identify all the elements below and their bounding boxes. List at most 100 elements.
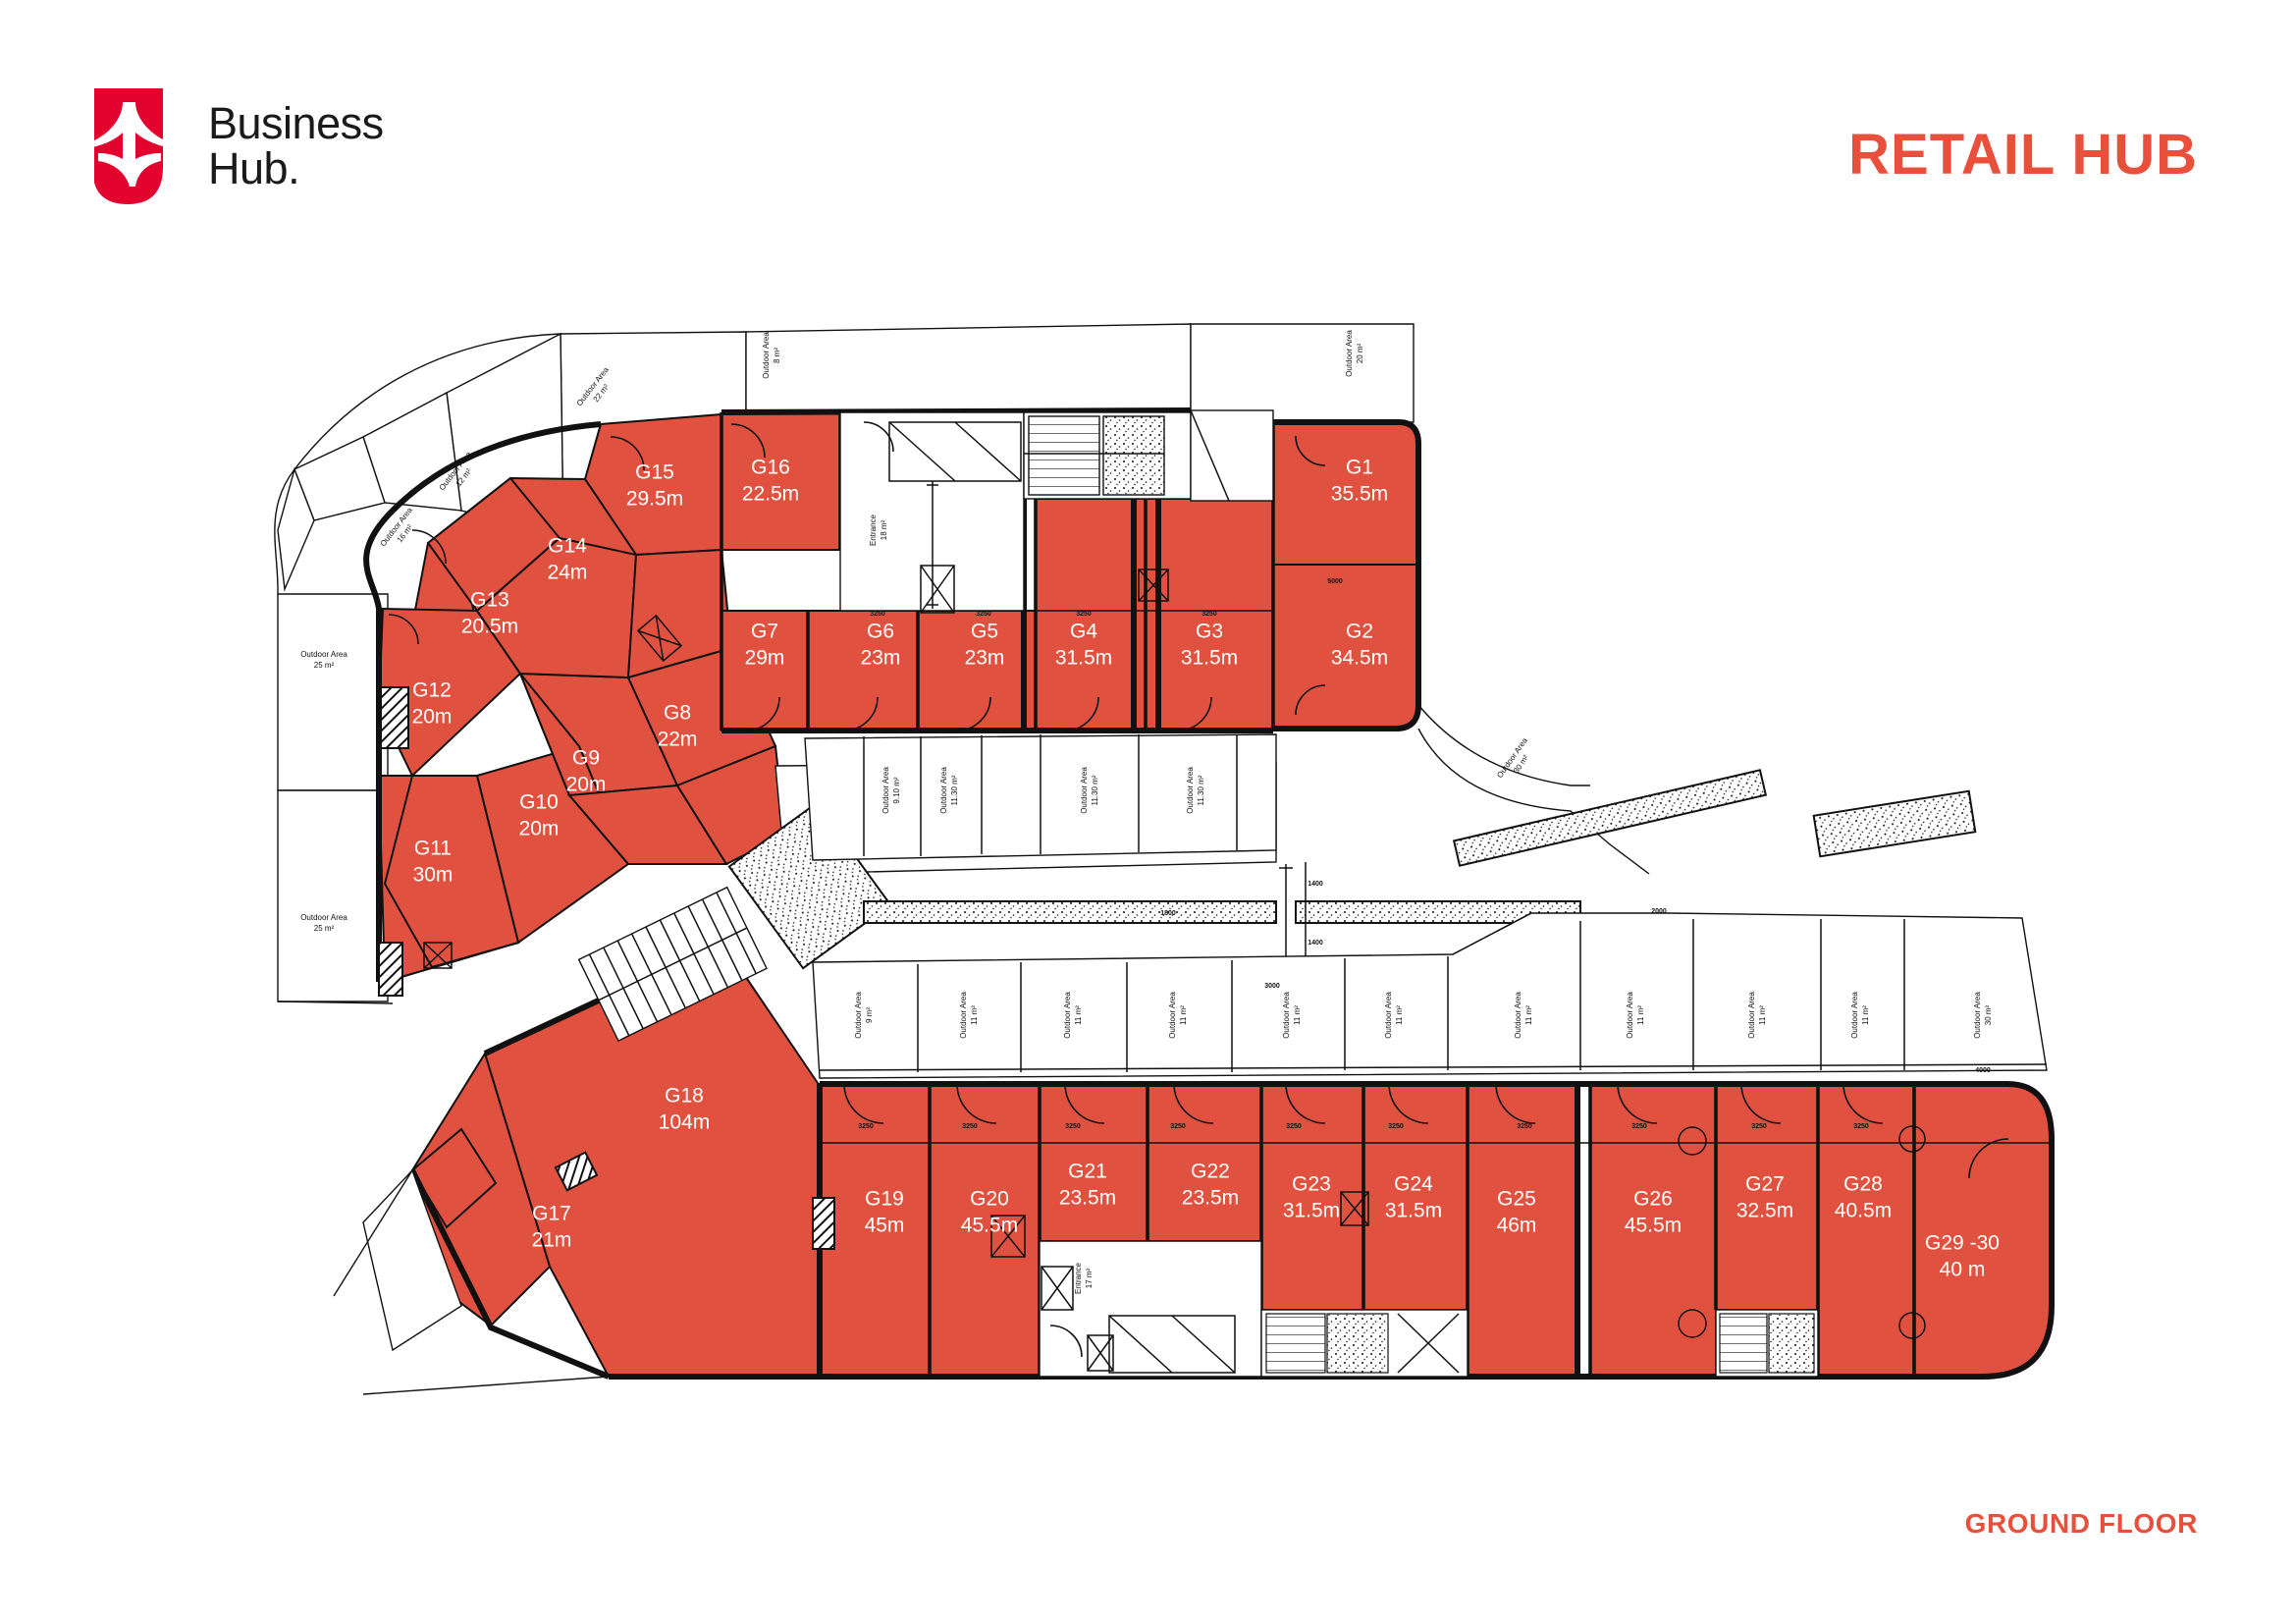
svg-text:Outdoor Area: Outdoor Area bbox=[959, 992, 968, 1039]
dimension-1: 3250 bbox=[962, 1123, 978, 1130]
unit-label-G13[interactable]: G13 20.5m bbox=[461, 589, 518, 638]
unit-area: 45.5m bbox=[961, 1215, 1018, 1237]
svg-text:11 m²: 11 m² bbox=[970, 1005, 979, 1025]
svg-text:17 m²: 17 m² bbox=[1085, 1268, 1094, 1288]
upper-east-outdoor bbox=[1417, 704, 1650, 875]
svg-text:11.30 m²: 11.30 m² bbox=[1091, 775, 1099, 805]
unit-code: G26 bbox=[1633, 1188, 1673, 1211]
svg-text:8 m²: 8 m² bbox=[773, 348, 781, 363]
unit-G16-shape bbox=[721, 410, 841, 551]
svg-text:Outdoor Area: Outdoor Area bbox=[939, 767, 948, 814]
svg-text:25 m²: 25 m² bbox=[314, 924, 335, 933]
svg-text:Outdoor Area: Outdoor Area bbox=[1080, 767, 1089, 814]
unit-code: G14 bbox=[548, 535, 587, 558]
unit-code: G17 bbox=[532, 1203, 571, 1225]
svg-text:Outdoor Area: Outdoor Area bbox=[762, 332, 771, 379]
dimension-20: 3000 bbox=[1264, 983, 1280, 990]
unit-area: 31.5m bbox=[1055, 647, 1112, 670]
brand-name-dot: . bbox=[288, 143, 300, 193]
unit-code: G6 bbox=[867, 621, 894, 643]
upper-units bbox=[363, 407, 1421, 984]
unit-code: G23 bbox=[1292, 1173, 1331, 1196]
unit-area: 29m bbox=[745, 647, 785, 670]
unit-area: 23.5m bbox=[1059, 1187, 1116, 1210]
unit-code: G29 -30 bbox=[1925, 1232, 2000, 1255]
svg-text:Outdoor Area: Outdoor Area bbox=[1514, 992, 1522, 1039]
svg-text:11 m²: 11 m² bbox=[1636, 1005, 1645, 1025]
unit-area: 29.5m bbox=[626, 488, 683, 511]
svg-text:11.30 m²: 11.30 m² bbox=[950, 775, 959, 805]
unit-code: G15 bbox=[635, 461, 674, 484]
svg-text:20 m²: 20 m² bbox=[1356, 343, 1364, 363]
unit-label-G15[interactable]: G15 29.5m bbox=[626, 461, 683, 511]
dimension-15: 5000 bbox=[1327, 578, 1343, 585]
dimension-12: 3250 bbox=[976, 611, 991, 618]
unit-area: 22.5m bbox=[742, 483, 799, 506]
unit-code: G20 bbox=[970, 1188, 1009, 1211]
unit-area: 31.5m bbox=[1283, 1200, 1340, 1222]
door-swings bbox=[388, 423, 2009, 1179]
unit-code: G9 bbox=[572, 747, 600, 770]
unit-area: 35.5m bbox=[1331, 483, 1388, 506]
unit-area: 20.5m bbox=[461, 616, 518, 638]
svg-text:Entrance: Entrance bbox=[1074, 1262, 1083, 1294]
unit-code: G24 bbox=[1394, 1173, 1433, 1196]
unit-area: 30m bbox=[413, 864, 454, 887]
unit-G6-shape bbox=[807, 610, 919, 731]
unit-code: G13 bbox=[470, 589, 509, 612]
floor-label: GROUND FLOOR bbox=[1964, 1508, 2198, 1539]
lower-stair-cores bbox=[1260, 1309, 1819, 1378]
svg-text:Outdoor Area: Outdoor Area bbox=[1282, 992, 1291, 1039]
fan-wedge-c bbox=[383, 775, 520, 969]
brand-name-line2: Hub bbox=[208, 143, 289, 193]
unit-area: 31.5m bbox=[1181, 647, 1238, 670]
svg-text:Outdoor Area: Outdoor Area bbox=[1747, 992, 1756, 1039]
dimension-3: 3250 bbox=[1170, 1123, 1186, 1130]
dimension-11: 3250 bbox=[870, 611, 885, 618]
svg-text:11 m²: 11 m² bbox=[1524, 1005, 1533, 1025]
svg-text:11 m²: 11 m² bbox=[1179, 1005, 1188, 1025]
unit-label-G23[interactable]: G23 31.5m bbox=[1283, 1173, 1340, 1222]
dimension-17: 1400 bbox=[1308, 940, 1323, 947]
svg-text:11 m²: 11 m² bbox=[1293, 1005, 1302, 1025]
unit-area: 34.5m bbox=[1331, 647, 1388, 670]
unit-label-G20[interactable]: G20 45.5m bbox=[961, 1188, 1018, 1237]
brand-wordmark: Business Hub. bbox=[208, 100, 384, 193]
dimension-13: 3250 bbox=[1076, 611, 1092, 618]
svg-text:Outdoor Area: Outdoor Area bbox=[881, 767, 890, 814]
fan-wedge-a bbox=[475, 536, 638, 679]
